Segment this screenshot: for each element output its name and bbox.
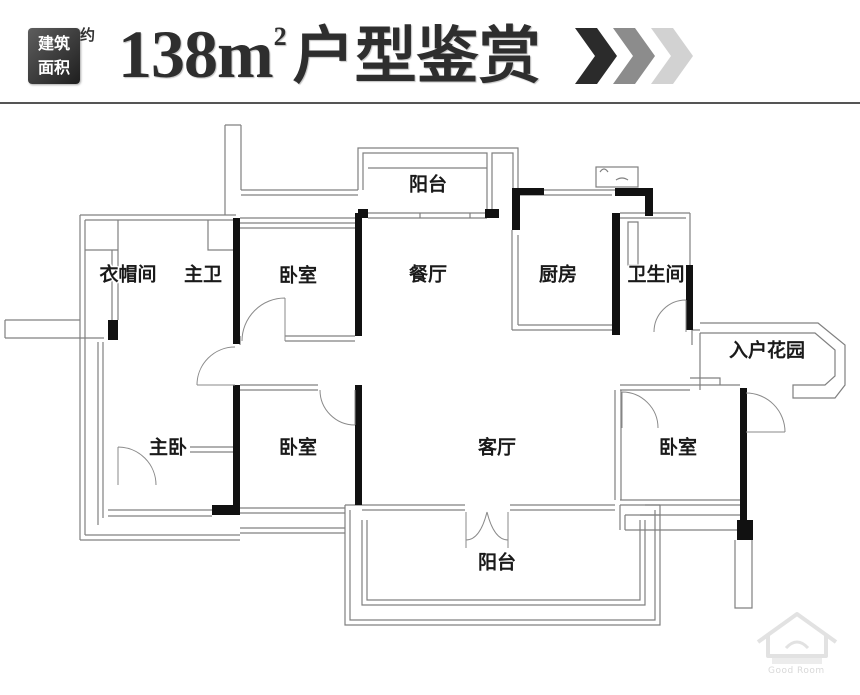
thin-walls: [4, 124, 846, 626]
badge-suffix: 约: [80, 26, 96, 44]
room-label-bathroom: 卫生间: [627, 263, 685, 286]
door-master-bedroom: [117, 446, 157, 486]
chevron-right-icon: [651, 28, 693, 84]
watermark-logo: [756, 612, 838, 664]
door-right-bedroom: [621, 391, 659, 429]
door-middle-bedroom: [319, 389, 356, 426]
title-text: 户型鉴赏: [292, 19, 541, 92]
door-top-left-bedroom: [241, 297, 286, 342]
door-hall: [196, 346, 236, 386]
room-label-bedroom-top-left: 卧室: [278, 264, 318, 287]
room-label-balcony-bottom: 阳台: [477, 551, 517, 574]
house-icon: [756, 612, 838, 658]
room-label-balcony-top: 阳台: [408, 173, 448, 196]
badge-line-2: 面积: [37, 58, 70, 77]
area-unit-superscript: 2: [273, 22, 287, 51]
room-label-cloakroom: 衣帽间: [99, 263, 157, 286]
badge-line-1: 建筑: [37, 34, 70, 53]
area-number: 138m: [118, 16, 274, 92]
watermark-text: Good Room: [768, 666, 825, 676]
room-label-master-bath: 主卫: [183, 263, 223, 286]
door-bathroom: [653, 299, 687, 333]
page-title: 138m2户型鉴赏: [118, 12, 541, 96]
room-label-living-room: 客厅: [477, 436, 517, 459]
structural-walls: [108, 188, 753, 540]
chevron-right-icon: [613, 28, 655, 84]
chevrons: [575, 28, 693, 84]
room-label-dining: 餐厅: [408, 263, 448, 286]
door-living-balcony: [465, 511, 509, 548]
area-badge: 建筑 面积: [28, 28, 80, 84]
room-label-kitchen: 厨房: [538, 263, 578, 286]
room-label-bedroom-middle-left: 卧室: [278, 436, 318, 459]
door-swings: [117, 297, 786, 548]
room-label-bedroom-right: 卧室: [658, 436, 698, 459]
chevron-right-icon: [575, 28, 617, 84]
door-entry: [745, 392, 786, 433]
header-divider: [0, 102, 860, 104]
room-label-entry-garden: 入户花园: [728, 339, 806, 362]
room-label-master-bedroom: 主卧: [148, 436, 188, 459]
